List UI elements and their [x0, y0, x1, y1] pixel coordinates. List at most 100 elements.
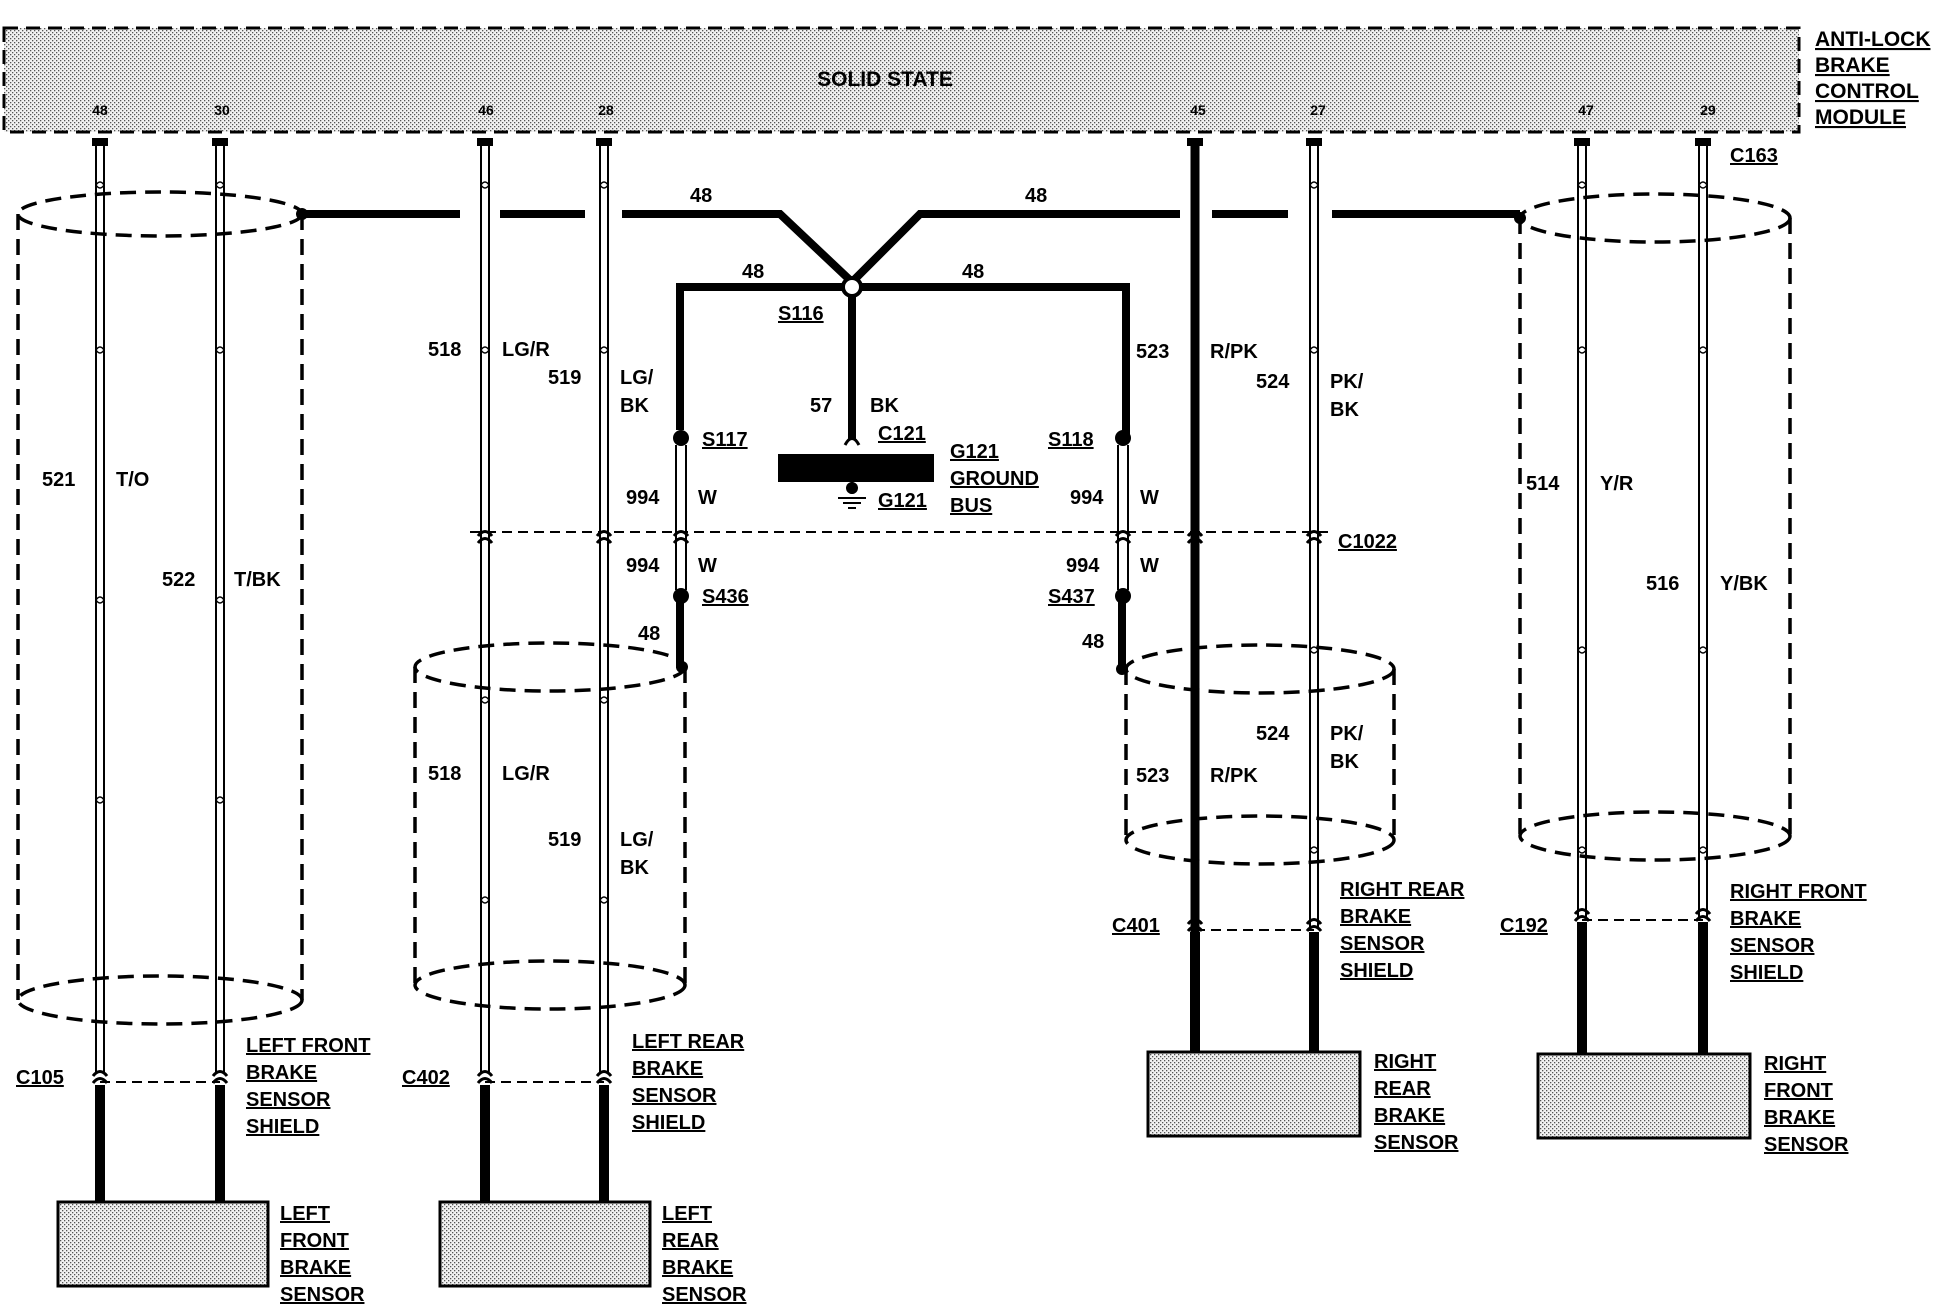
svg-text:27: 27 — [1310, 102, 1326, 118]
w994-color-a: W — [698, 487, 717, 509]
svg-text:RIGHT FRONT: RIGHT FRONT — [1730, 881, 1867, 903]
w994-label-a: 994 — [626, 487, 660, 509]
drain-label-1: 48 — [690, 185, 712, 207]
circuit-524-color-top-1: PK/ — [1330, 371, 1364, 393]
drain-junction-left — [296, 208, 308, 220]
drain-junction-lr — [676, 661, 688, 673]
svg-text:FRONT: FRONT — [1764, 1080, 1833, 1102]
svg-text:RIGHT: RIGHT — [1764, 1053, 1826, 1075]
w994-color-c: W — [1140, 487, 1159, 509]
circuit-523-num-bottom: 523 — [1136, 765, 1169, 787]
svg-text:BRAKE: BRAKE — [1340, 906, 1411, 928]
sensor-left-front-box — [56, 1200, 270, 1288]
svg-text:SENSOR: SENSOR — [662, 1284, 747, 1306]
sensor-right-rear-box — [1146, 1050, 1362, 1138]
splice-s118 — [1115, 430, 1131, 446]
svg-text:REAR: REAR — [1374, 1078, 1431, 1100]
circuit-518-color-top: LG/R — [502, 339, 550, 361]
svg-text:LEFT FRONT: LEFT FRONT — [246, 1035, 370, 1057]
circuit-524-color-top-2: BK — [1330, 399, 1359, 421]
w994-color-d: W — [1140, 555, 1159, 577]
svg-text:LEFT: LEFT — [662, 1203, 712, 1225]
w994-label-d: 994 — [1066, 555, 1100, 577]
shield-right-front — [1518, 192, 1792, 862]
circuit-523-color-bottom: R/PK — [1210, 765, 1258, 787]
w994-color-b: W — [698, 555, 717, 577]
module-inner-label: SOLID STATE — [817, 68, 953, 91]
svg-text:SENSOR: SENSOR — [632, 1085, 717, 1107]
connector-c105: C105 — [16, 1067, 64, 1089]
connector-c163: C163 — [1730, 145, 1778, 167]
splice-s116-label: S116 — [778, 303, 824, 325]
svg-text:SENSOR: SENSOR — [1340, 933, 1425, 955]
connector-c401: C401 — [1112, 915, 1160, 937]
circuit-514-color: Y/R — [1600, 473, 1634, 495]
connector-c192: C192 — [1500, 915, 1548, 937]
splice-s118-label: S118 — [1048, 429, 1094, 451]
svg-text:BUS: BUS — [950, 495, 992, 517]
drain-label-6: 48 — [1082, 631, 1104, 653]
splice-s437-label: S437 — [1048, 586, 1095, 608]
circuit-516-color: Y/BK — [1720, 573, 1768, 595]
ground-wire-color: BK — [870, 395, 899, 417]
sensor-left-front-label: LEFT FRONT BRAKE SENSOR — [280, 1203, 365, 1306]
circuit-519-num-bottom: 519 — [548, 829, 581, 851]
shield-left-rear — [413, 641, 687, 1011]
circuit-518-num-top: 518 — [428, 339, 461, 361]
ground-wire-num: 57 — [810, 395, 832, 417]
module-name: ANTI-LOCK BRAKE CONTROL MODULE — [1815, 28, 1930, 129]
svg-text:BRAKE: BRAKE — [632, 1058, 703, 1080]
circuit-524-color-bottom-1: PK/ — [1330, 723, 1364, 745]
circuit-519-color-top-1: LG/ — [620, 367, 654, 389]
svg-text:47: 47 — [1578, 102, 1594, 118]
svg-text:30: 30 — [214, 102, 230, 118]
circuit-519-num-top: 519 — [548, 367, 581, 389]
circuit-522-color: T/BK — [234, 569, 281, 591]
ground-ref-g121: G121 — [878, 490, 927, 512]
circuit-519-color-top-2: BK — [620, 395, 649, 417]
circuit-514-num: 514 — [1526, 473, 1560, 495]
svg-text:RIGHT REAR: RIGHT REAR — [1340, 879, 1465, 901]
svg-text:29: 29 — [1700, 102, 1716, 118]
shield-left-rear-label: LEFT REAR BRAKE SENSOR SHIELD — [632, 1031, 745, 1134]
circuit-524-color-bottom-2: BK — [1330, 751, 1359, 773]
sensor-right-front-label: RIGHT FRONT BRAKE SENSOR — [1764, 1053, 1849, 1156]
drain-label-5: 48 — [638, 623, 660, 645]
svg-text:BRAKE: BRAKE — [246, 1062, 317, 1084]
svg-text:SHIELD: SHIELD — [246, 1116, 319, 1138]
svg-text:BRAKE: BRAKE — [1764, 1107, 1835, 1129]
sensor-left-rear-label: LEFT REAR BRAKE SENSOR — [662, 1203, 747, 1306]
svg-text:SHIELD: SHIELD — [632, 1112, 705, 1134]
svg-text:48: 48 — [92, 102, 108, 118]
circuit-523-color-top: R/PK — [1210, 341, 1258, 363]
sensor-right-front-box — [1536, 1052, 1752, 1140]
svg-text:CONTROL: CONTROL — [1815, 80, 1919, 103]
svg-text:GROUND: GROUND — [950, 468, 1039, 490]
ground-bus-label: G121 GROUND BUS — [950, 441, 1039, 517]
svg-text:45: 45 — [1190, 102, 1206, 118]
svg-text:SENSOR: SENSOR — [280, 1284, 365, 1306]
sensor-leads — [95, 922, 1708, 1202]
drain-label-4: 48 — [962, 261, 984, 283]
svg-text:LEFT: LEFT — [280, 1203, 330, 1225]
svg-text:SHIELD: SHIELD — [1730, 962, 1803, 984]
circuit-523-num-top: 523 — [1136, 341, 1169, 363]
circuit-521-num: 521 — [42, 469, 75, 491]
module-pins: 48 30 46 28 45 27 47 29 — [92, 102, 1716, 118]
ground-connector-c121: C121 — [878, 423, 926, 445]
drain-label-2: 48 — [1025, 185, 1047, 207]
svg-text:SENSOR: SENSOR — [1730, 935, 1815, 957]
abs-module-box — [2, 26, 1801, 134]
circuit-518-num-bottom: 518 — [428, 763, 461, 785]
w994-label-c: 994 — [1070, 487, 1104, 509]
svg-text:BRAKE: BRAKE — [1374, 1105, 1445, 1127]
circuit-516-num: 516 — [1646, 573, 1679, 595]
shield-left-front-label: LEFT FRONT BRAKE SENSOR SHIELD — [246, 1035, 370, 1138]
circuit-521-color: T/O — [116, 469, 149, 491]
drain-junction-right — [1514, 212, 1526, 224]
svg-text:ANTI-LOCK: ANTI-LOCK — [1815, 28, 1930, 51]
splice-s436 — [673, 588, 689, 604]
circuit-524-num-top: 524 — [1256, 371, 1290, 393]
svg-text:MODULE: MODULE — [1815, 106, 1906, 129]
module-pin-terminals — [92, 138, 1711, 146]
